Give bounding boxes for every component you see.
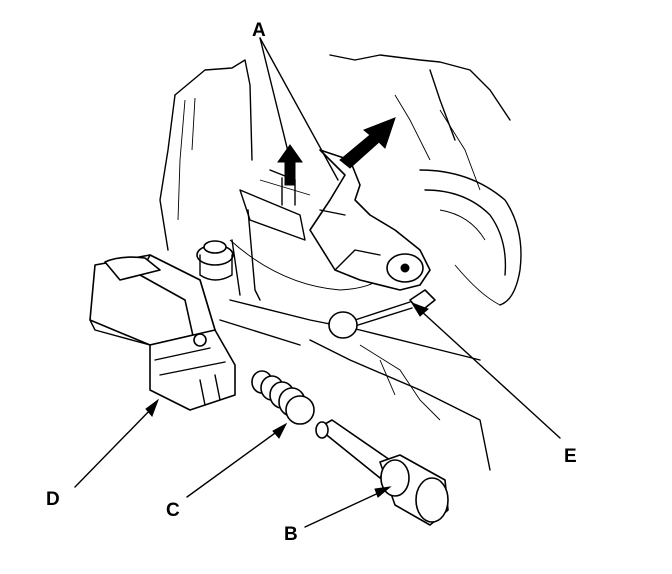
rubber-boot <box>251 370 315 425</box>
callout-b: B <box>284 524 298 545</box>
leader-line-b <box>304 489 386 528</box>
arrow-up-icon <box>277 144 303 186</box>
callout-d: D <box>46 489 60 510</box>
callout-e: E <box>564 446 577 467</box>
leader-lines <box>74 37 561 528</box>
arrowhead-e-icon <box>410 302 429 317</box>
connector-housing <box>89 254 236 411</box>
arrowhead-b-icon <box>374 486 392 498</box>
leader-line-c <box>186 427 283 498</box>
callout-c: C <box>166 500 180 521</box>
arrowhead-c-icon <box>272 422 288 439</box>
background-structure <box>159 54 522 471</box>
arrowhead-d-icon <box>145 398 160 417</box>
leader-line-a1 <box>259 37 296 181</box>
leader-line-a2 <box>259 37 339 181</box>
switch-plunger <box>315 419 449 526</box>
arrow-diagonal-icon <box>339 117 396 169</box>
callout-a: A <box>252 20 266 41</box>
switch-lever <box>309 149 431 291</box>
leader-line-d <box>74 404 156 488</box>
leader-line-e <box>419 309 561 439</box>
